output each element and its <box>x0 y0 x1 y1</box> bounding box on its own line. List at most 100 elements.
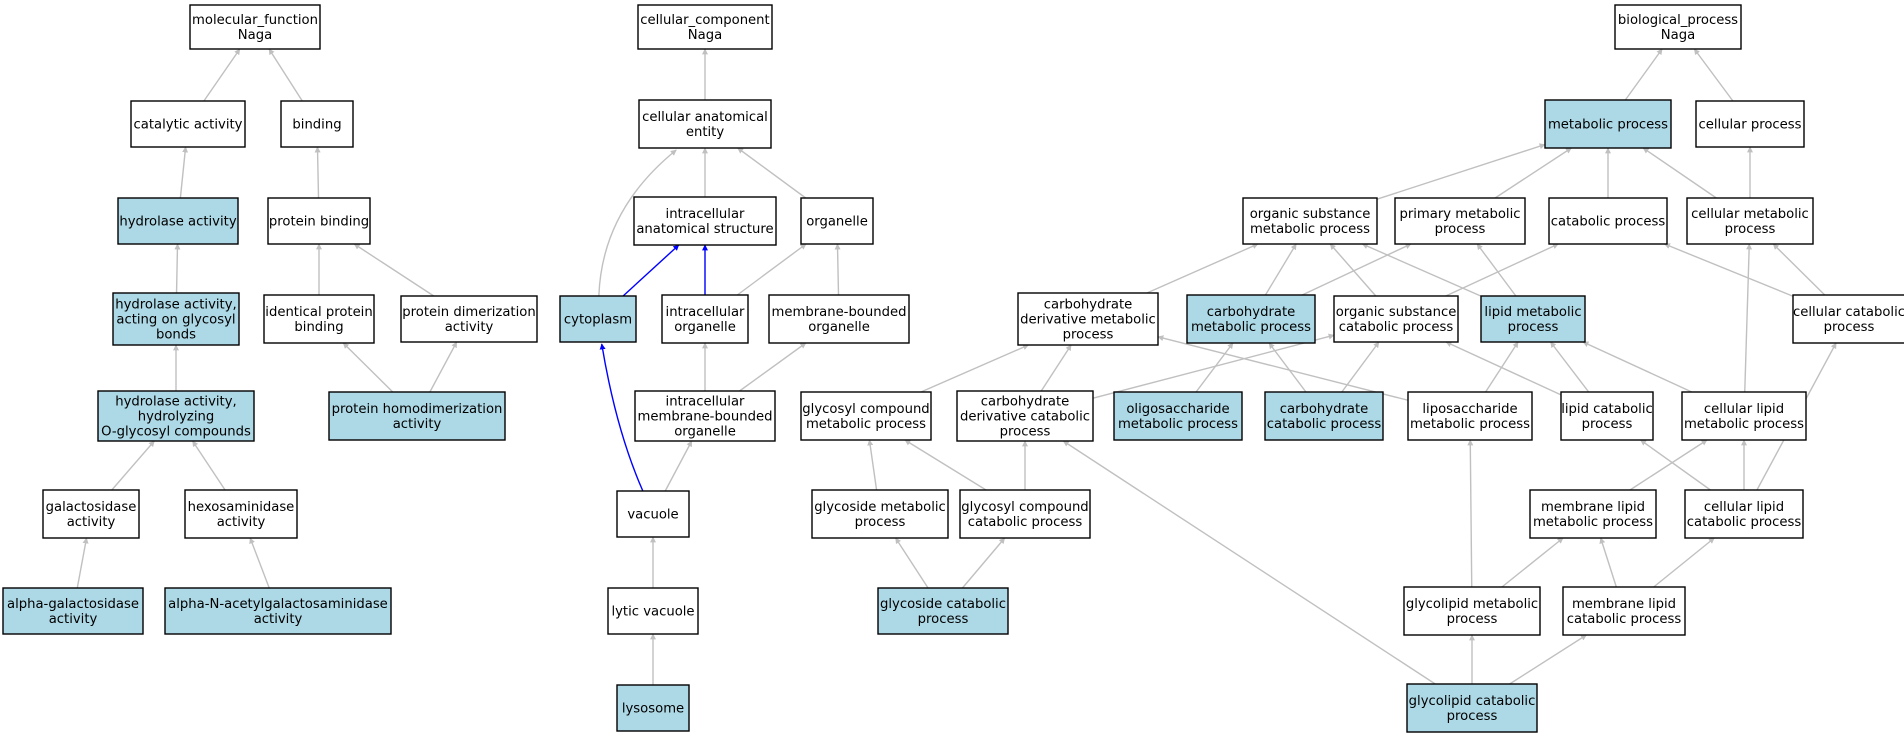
term-label-line: cytoplasm <box>564 313 632 328</box>
edge-carb-deriv-catabolic-to-carb-deriv-metabolic <box>1040 344 1072 392</box>
term-label-line: membrane lipid <box>1572 597 1676 612</box>
term-label-line: organelle <box>808 320 870 335</box>
term-box <box>97 390 255 442</box>
term-box <box>661 294 749 344</box>
term-node-catalytic-activity[interactable]: catalytic activity <box>130 100 246 148</box>
edge-catalytic-activity-to-mf-root <box>203 48 241 102</box>
term-box <box>280 100 354 148</box>
term-label-line: organic substance <box>1250 207 1371 222</box>
edge-carb-deriv-metabolic-to-organic-substance-metabolic <box>1146 243 1259 294</box>
term-label-line: process <box>1447 709 1498 724</box>
term-label-line: organelle <box>806 215 868 230</box>
term-label-line: primary metabolic <box>1399 207 1520 222</box>
term-node-lytic-vacuole[interactable]: lytic vacuole <box>607 587 699 635</box>
term-label-line: molecular_function <box>192 13 318 28</box>
edge-cellular-catabolic-to-cellular-metabolic <box>1772 243 1826 296</box>
term-label-line: glycoside metabolic <box>814 500 946 515</box>
term-node-organelle[interactable]: organelle <box>800 197 874 245</box>
edge-lipid-catabolic-to-organic-substance-catabolic <box>1445 341 1562 396</box>
term-node-hydrolase-glycosyl[interactable]: hydrolase activity,acting on glycosylbon… <box>112 292 240 346</box>
term-box <box>1529 489 1657 539</box>
term-box <box>267 197 371 245</box>
term-label-line: vacuole <box>627 508 678 523</box>
term-box <box>1681 391 1807 441</box>
term-node-binding[interactable]: binding <box>280 100 354 148</box>
edge-glycolipid-catabolic-to-membrane-lipid-catabolic <box>1509 634 1587 685</box>
edge-intracellular-organelle-to-organelle <box>736 243 807 296</box>
edge-carb-deriv-catabolic-to-organic-substance-catabolic <box>1092 333 1335 399</box>
edge-hydrolase-activity-to-catalytic-activity <box>179 146 189 199</box>
term-label-line: intracellular <box>666 207 745 222</box>
term-node-protein-binding[interactable]: protein binding <box>267 197 371 245</box>
edge-membrane-lipid-metabolic-to-cellular-lipid-metabolic <box>1629 439 1708 491</box>
term-label-line: derivative catabolic <box>960 410 1090 425</box>
term-label-line: activity <box>67 515 116 530</box>
edge-liposaccharide-metabolic-to-carb-deriv-metabolic <box>1157 335 1409 401</box>
term-node-lysosome[interactable]: lysosome <box>616 684 690 732</box>
edge-cellular-lipid-metabolic-to-cellular-metabolic <box>1744 243 1753 393</box>
term-node-hydrolase-activity[interactable]: hydrolase activity <box>117 197 239 245</box>
term-label-line: process <box>918 612 969 627</box>
term-label-line: activity <box>254 612 303 627</box>
term-label-line: metabolic process <box>1191 320 1311 335</box>
term-label-line: oligosaccharide <box>1126 402 1229 417</box>
term-node-vacuole[interactable]: vacuole <box>616 490 690 538</box>
edge-organelle-to-cellular-anatomical-entity <box>737 147 807 199</box>
term-box <box>164 587 392 635</box>
term-node-hydrolase-oglycosyl[interactable]: hydrolase activity,hydrolyzingO-glycosyl… <box>97 390 255 442</box>
term-box <box>616 684 690 732</box>
term-node-metabolic-process[interactable]: metabolic process <box>1544 99 1672 149</box>
term-box <box>2 587 144 635</box>
term-node-cellular-process[interactable]: cellular process <box>1695 100 1805 148</box>
term-box <box>263 294 375 344</box>
term-box <box>607 587 699 635</box>
term-label-line: Naga <box>1661 28 1695 43</box>
term-node-catabolic-process[interactable]: catabolic process <box>1548 197 1668 245</box>
term-label-line: process <box>1435 222 1486 237</box>
term-node-cytoplasm[interactable]: cytoplasm <box>559 295 637 343</box>
term-box <box>400 295 538 343</box>
edge-cellular-catabolic-to-catabolic-process <box>1664 243 1794 297</box>
term-label-line: metabolic process <box>806 417 926 432</box>
edge-membrane-lipid-catabolic-to-cellular-lipid-catabolic <box>1653 537 1715 588</box>
edge-vacuole-to-intracellular-mb-organelle <box>664 440 693 492</box>
